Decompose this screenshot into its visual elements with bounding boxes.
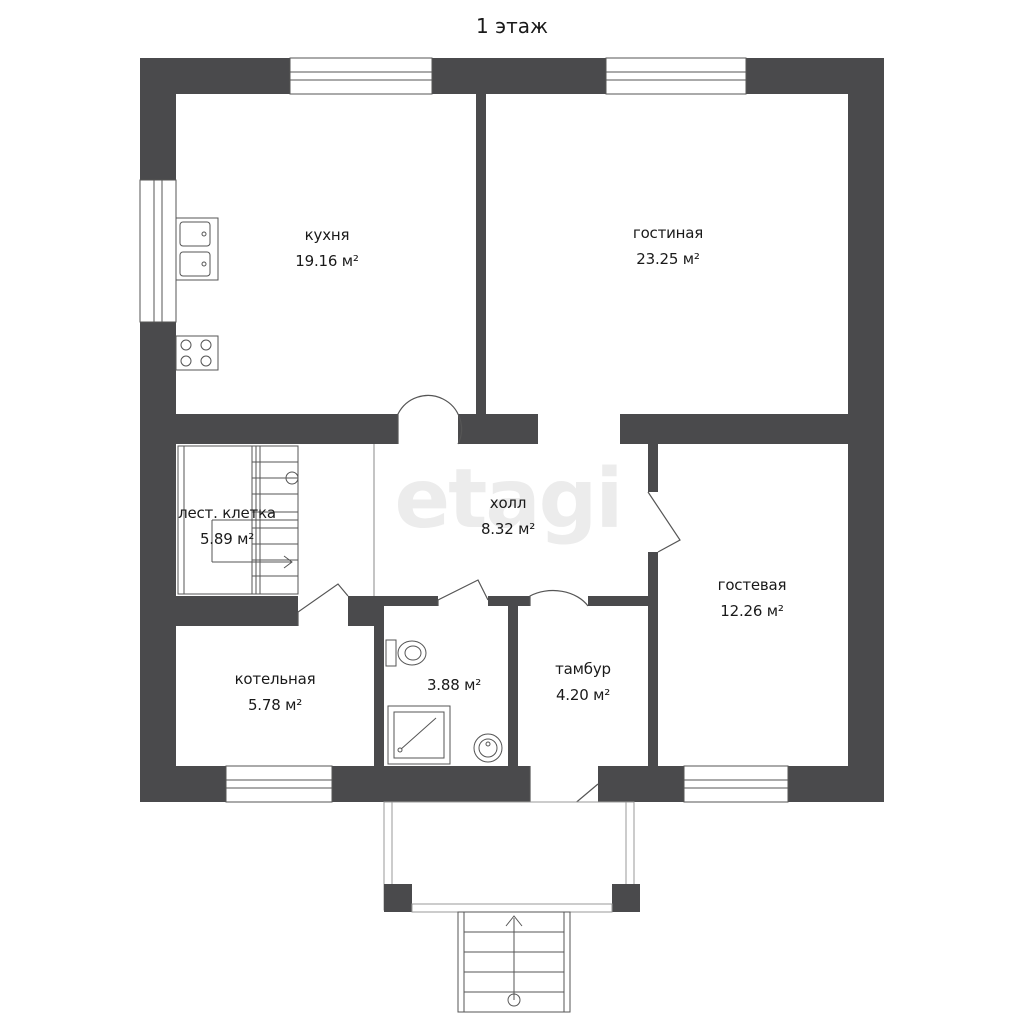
- door-bathroom: [437, 579, 489, 606]
- stove-icon: [175, 335, 219, 371]
- room-area: 3.88 м²: [426, 676, 482, 694]
- window: [139, 179, 177, 323]
- room-vestibule: тамбур 4.20 м²: [555, 660, 611, 704]
- room-area: 19.16 м²: [295, 252, 359, 270]
- window: [289, 57, 433, 95]
- washbasin-icon: [473, 733, 503, 763]
- shower-icon: [387, 705, 451, 765]
- room-hall: холл 8.32 м²: [481, 494, 535, 538]
- room-living: гостиная 23.25 м²: [633, 224, 703, 268]
- window: [225, 765, 333, 803]
- room-kitchen: кухня 19.16 м²: [295, 226, 359, 270]
- room-area: 12.26 м²: [720, 602, 784, 620]
- room-boiler: котельная 5.78 м²: [235, 670, 316, 714]
- door-vestibule: [529, 589, 589, 607]
- windows: [139, 57, 789, 803]
- room-guest: гостевая 12.26 м²: [718, 576, 787, 620]
- doorway: [538, 414, 620, 444]
- room-name: гостевая: [717, 576, 787, 594]
- room-area: 5.78 м²: [247, 696, 303, 714]
- room-name: котельная: [234, 670, 316, 688]
- door-kitchen: [397, 394, 463, 445]
- room-bathroom: 3.88 м²: [427, 676, 481, 694]
- room-name: холл: [489, 494, 527, 512]
- room-name: тамбур: [555, 660, 611, 678]
- room-area: 5.89 м²: [199, 530, 255, 548]
- room-area: 8.32 м²: [480, 520, 536, 538]
- room-area: 4.20 м²: [555, 686, 611, 704]
- room-name: кухня: [304, 226, 350, 244]
- watermark-logo: etagi: [394, 452, 624, 547]
- room-name: гостиная: [632, 224, 704, 242]
- sink-icon: [175, 217, 219, 281]
- toilet-icon: [385, 639, 427, 667]
- floor-title: 1 этаж: [476, 14, 548, 38]
- room-stairwell: лест. клетка 5.89 м²: [178, 504, 276, 548]
- porch-stairs-icon: [457, 911, 571, 1013]
- stairs-icon: [177, 445, 299, 595]
- room-area: 23.25 м²: [636, 250, 700, 268]
- room-name: лест. клетка: [178, 504, 276, 522]
- door-boiler: [297, 583, 349, 626]
- window: [605, 57, 747, 95]
- porch: [383, 801, 640, 913]
- window: [683, 765, 789, 803]
- door-guest: [647, 491, 681, 553]
